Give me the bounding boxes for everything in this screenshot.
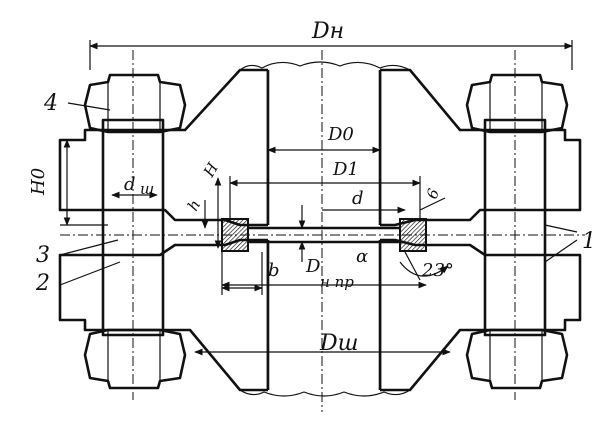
- labels: Dн D0 D1 d H0 d ш h H b D н пр α 23° 6 D…: [28, 19, 596, 356]
- label-ref-4: 4: [43, 91, 58, 116]
- label-d-0: D0: [327, 124, 354, 145]
- label-ref-3: 3: [36, 243, 50, 268]
- upper-flange-right-section: [378, 68, 582, 227]
- label-h: h: [184, 197, 204, 214]
- leader-2: [59, 261, 121, 286]
- label-H: H: [199, 159, 222, 181]
- dim-angle-arc: [399, 261, 449, 277]
- label-d-n: Dн: [311, 19, 344, 44]
- left-bolt-bottom-nut: [83, 328, 187, 390]
- left-bolt: [83, 50, 187, 400]
- label-ref-1: 1: [582, 229, 596, 254]
- label-ref-2: 2: [35, 271, 50, 296]
- label-b: b: [268, 260, 280, 281]
- leader-6: [419, 197, 446, 211]
- label-d-sh: d: [124, 174, 136, 195]
- pipe-bore: [239, 60, 411, 400]
- right-bolt-bottom-nut: [465, 328, 569, 390]
- label-d-small: d: [352, 188, 364, 209]
- right-bolt-top-nut: [465, 73, 569, 134]
- label-d-1: D1: [332, 159, 359, 180]
- right-bolt: [465, 50, 569, 400]
- label-d-sh-sub: ш: [140, 180, 154, 198]
- leader-1-top: [544, 224, 578, 233]
- left-bolt-top-nut: [83, 73, 187, 134]
- label-d-npr: D: [305, 256, 321, 277]
- leader-4: [67, 102, 111, 111]
- leader-3: [59, 239, 119, 256]
- label-c6: 6: [423, 186, 443, 202]
- label-d-shtuts: Dш: [319, 331, 358, 356]
- label-angle: 23°: [421, 260, 454, 281]
- dimensions: [59, 40, 578, 356]
- label-alpha: α: [356, 246, 368, 267]
- leader-1-bottom: [544, 239, 578, 263]
- label-d-npr-sub: н пр: [320, 273, 354, 291]
- pipe-bore-area: [268, 60, 380, 400]
- label-h-0: H0: [28, 168, 49, 196]
